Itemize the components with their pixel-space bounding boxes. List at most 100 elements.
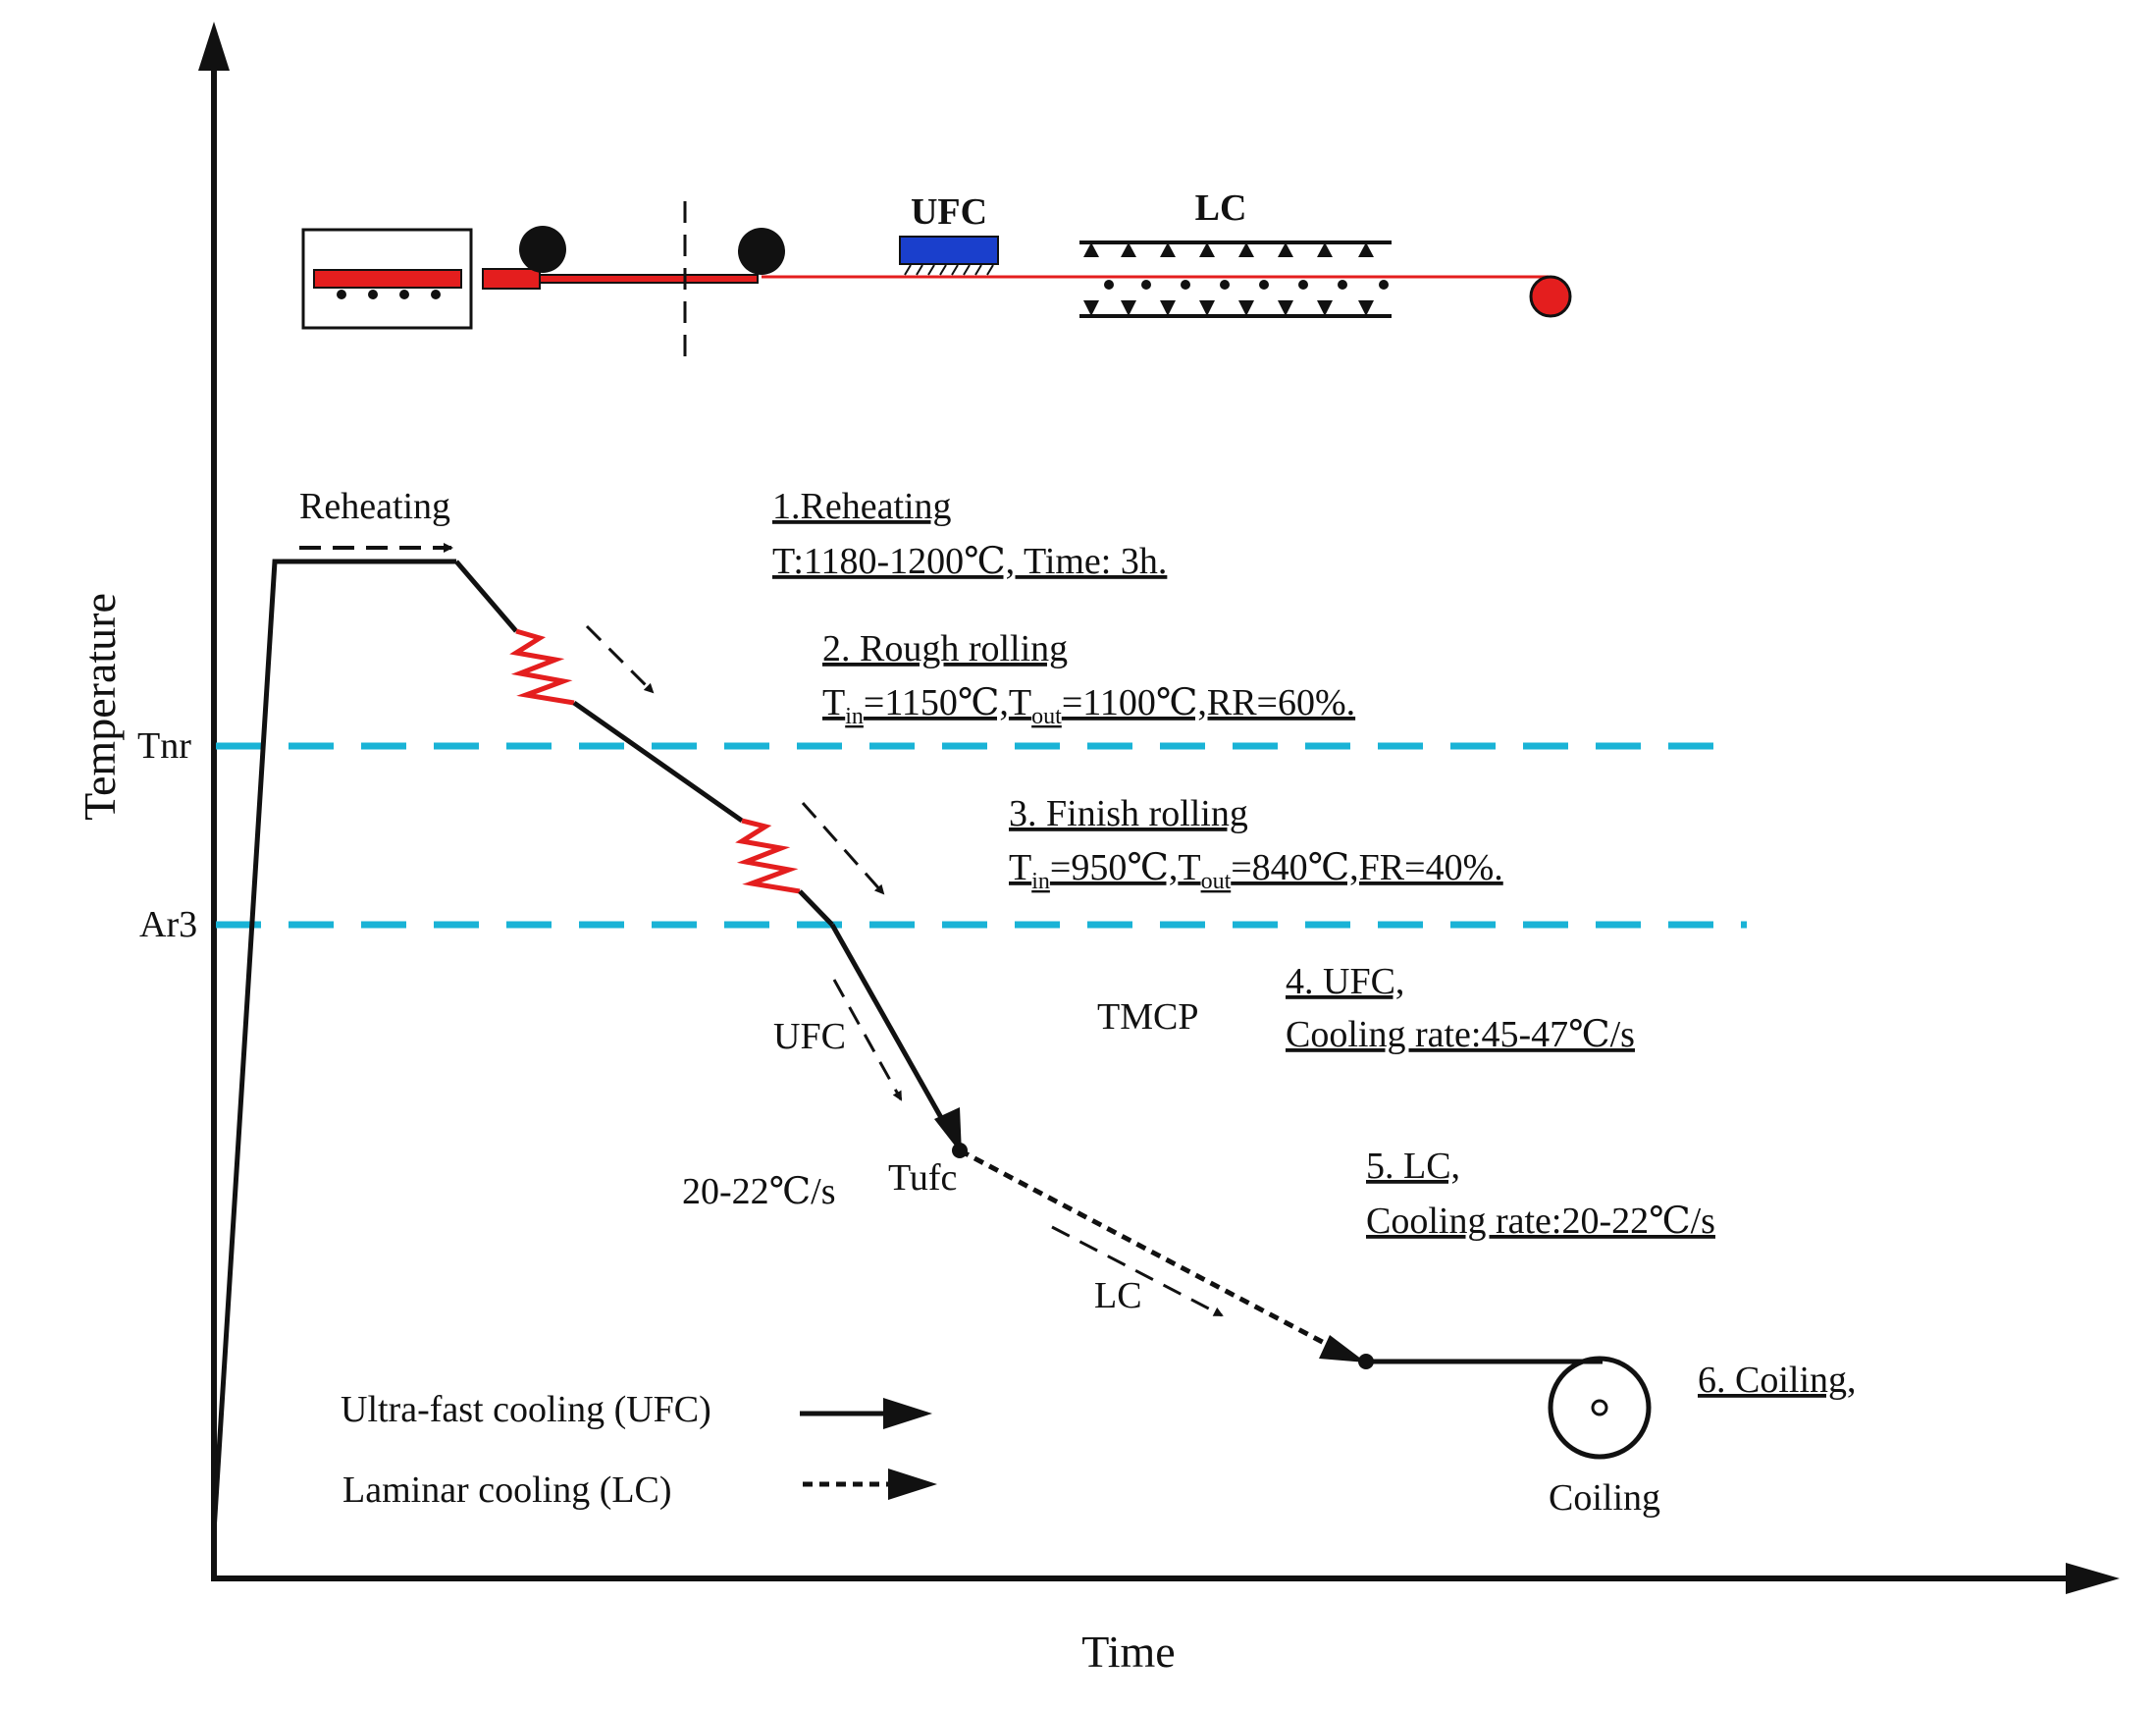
lc-table-roller	[1379, 280, 1389, 290]
lc-bottom-nozzle	[1358, 300, 1374, 316]
step-3-out-subscript: out	[1201, 869, 1232, 894]
process-steps: 1.Reheating T:1180-1200℃, Time: 3h. 2. R…	[772, 486, 1857, 1401]
step-1-title: 1.Reheating	[772, 486, 952, 527]
coiler-drum	[1529, 275, 1572, 318]
lc-top-nozzle	[1199, 242, 1215, 257]
finish-rolling-arrow	[801, 802, 885, 895]
rough-rolling-segment-b	[572, 700, 744, 824]
step-3-detail: Tin=950℃,Tout=840℃,FR=40%.	[1009, 847, 1503, 894]
legend-lc-arrowhead	[888, 1469, 937, 1500]
lc-unit-label: LC	[1195, 187, 1247, 229]
ar3-label: Ar3	[139, 904, 197, 945]
step-2-title: 2. Rough rolling	[822, 628, 1068, 669]
lc-bottom-nozzle	[1121, 300, 1136, 316]
reference-lines: Tnr Ar3	[137, 725, 1747, 945]
lc-top-nozzle	[1278, 242, 1293, 257]
step-5-detail: Cooling rate:20-22℃/s	[1366, 1201, 1715, 1242]
curve-labels: Reheating UFC Tufc 20-22℃/s LC TMCP Coil…	[299, 486, 1660, 1519]
step-3-t: T	[1009, 847, 1031, 888]
coil-outer	[1548, 1356, 1652, 1460]
lc-table-roller	[1220, 280, 1230, 290]
step-2-out-subscript: out	[1031, 704, 1062, 729]
ufc-curve-label: UFC	[773, 1016, 846, 1057]
lc-top-nozzle	[1238, 242, 1254, 257]
lc-bottom-nozzle	[1160, 300, 1176, 316]
lc-nozzles	[1083, 242, 1389, 316]
step-3-t-out-value: =840℃,FR=40%.	[1231, 847, 1503, 888]
furnace-roller-2	[368, 290, 378, 299]
transfer-bar	[539, 274, 759, 284]
ufc-curve-arrowhead	[934, 1107, 962, 1154]
lc-bottom-nozzle	[1083, 300, 1099, 316]
rough-rolling-segment-a	[454, 560, 518, 633]
lc-curve-arrowhead	[1319, 1335, 1366, 1362]
finish-rolling-segment	[798, 889, 834, 927]
lc-bottom-nozzle	[1317, 300, 1333, 316]
y-axis-label: Temperature	[75, 593, 125, 821]
tnr-label: Tnr	[137, 725, 191, 767]
step-2-detail: Tin=1150℃,Tout=1100℃,RR=60%.	[822, 682, 1355, 729]
step-3-title: 3. Finish rolling	[1009, 793, 1248, 834]
lc-top-nozzle	[1083, 242, 1099, 257]
step-2-in-subscript: in	[845, 704, 864, 729]
lc-table-roller	[1141, 280, 1151, 290]
step-2-t: T	[822, 682, 845, 723]
y-axis-arrowhead	[198, 22, 230, 71]
finish-rolling-zigzag	[735, 818, 801, 894]
legend: Ultra-fast cooling (UFC) Laminar cooling…	[341, 1389, 937, 1511]
step-4-title: 4. UFC,	[1286, 961, 1404, 1002]
x-axis-arrowhead	[2066, 1563, 2120, 1594]
step-1-detail: T:1180-1200℃, Time: 3h.	[772, 541, 1167, 582]
furnace-roller-3	[399, 290, 409, 299]
rough-slab	[482, 268, 541, 290]
tmcp-label: TMCP	[1097, 996, 1198, 1038]
step-2-t2: T	[1009, 682, 1031, 723]
lc-bottom-nozzle	[1278, 300, 1293, 316]
step-3-t2: T	[1178, 847, 1200, 888]
ufc-direction-arrow	[832, 979, 903, 1101]
heating-ramp	[211, 559, 456, 1532]
x-axis-label: Time	[1081, 1627, 1175, 1677]
lc-table-roller	[1338, 280, 1347, 290]
step-3-in-subscript: in	[1031, 869, 1050, 894]
ufc-curve	[829, 923, 955, 1139]
rough-rolling-zigzag	[509, 628, 575, 706]
lc-top-nozzle	[1358, 242, 1374, 257]
reheating-furnace	[301, 228, 473, 330]
lc-top-nozzle	[1317, 242, 1333, 257]
step-2-t-in-value: =1150℃,	[864, 682, 1009, 723]
direction-arrows	[299, 543, 1224, 1317]
lc-table-roller	[1104, 280, 1114, 290]
step-5-title: 5. LC,	[1366, 1146, 1460, 1187]
tufc-label: Tufc	[888, 1157, 957, 1199]
furnace-roller-4	[431, 290, 441, 299]
temperature-curve	[211, 559, 1652, 1532]
rough-rolling-arrow	[585, 624, 655, 694]
axes: Time Temperature	[75, 22, 2120, 1677]
lc-table-roller	[1181, 280, 1190, 290]
step-6-title: 6. Coiling,	[1698, 1360, 1857, 1401]
finish-mill-roll	[738, 228, 785, 275]
lc-top-nozzle	[1160, 242, 1176, 257]
coiling-label: Coiling	[1549, 1477, 1660, 1519]
reheating-label: Reheating	[299, 486, 450, 527]
lc-direction-arrow	[1051, 1225, 1224, 1317]
legend-lc-label: Laminar cooling (LC)	[342, 1469, 672, 1511]
step-4-detail: Cooling rate:45-47℃/s	[1286, 1014, 1635, 1055]
lc-curve	[958, 1148, 1348, 1358]
legend-ufc-arrowhead	[883, 1398, 932, 1429]
step-2-t-out-value: =1100℃,RR=60%.	[1062, 682, 1355, 723]
coil-inner	[1591, 1399, 1608, 1416]
furnace-roller-1	[337, 290, 346, 299]
ufc-hatch	[904, 264, 994, 276]
lc-bottom-nozzle	[1238, 300, 1254, 316]
ufc-unit	[899, 236, 999, 265]
rough-mill-roll	[519, 226, 566, 273]
lc-top-nozzle	[1121, 242, 1136, 257]
lc-table-roller	[1259, 280, 1269, 290]
lc-bottom-nozzle	[1199, 300, 1215, 316]
ufc-unit-label: UFC	[911, 191, 987, 233]
lc-curve-label: LC	[1094, 1275, 1142, 1316]
